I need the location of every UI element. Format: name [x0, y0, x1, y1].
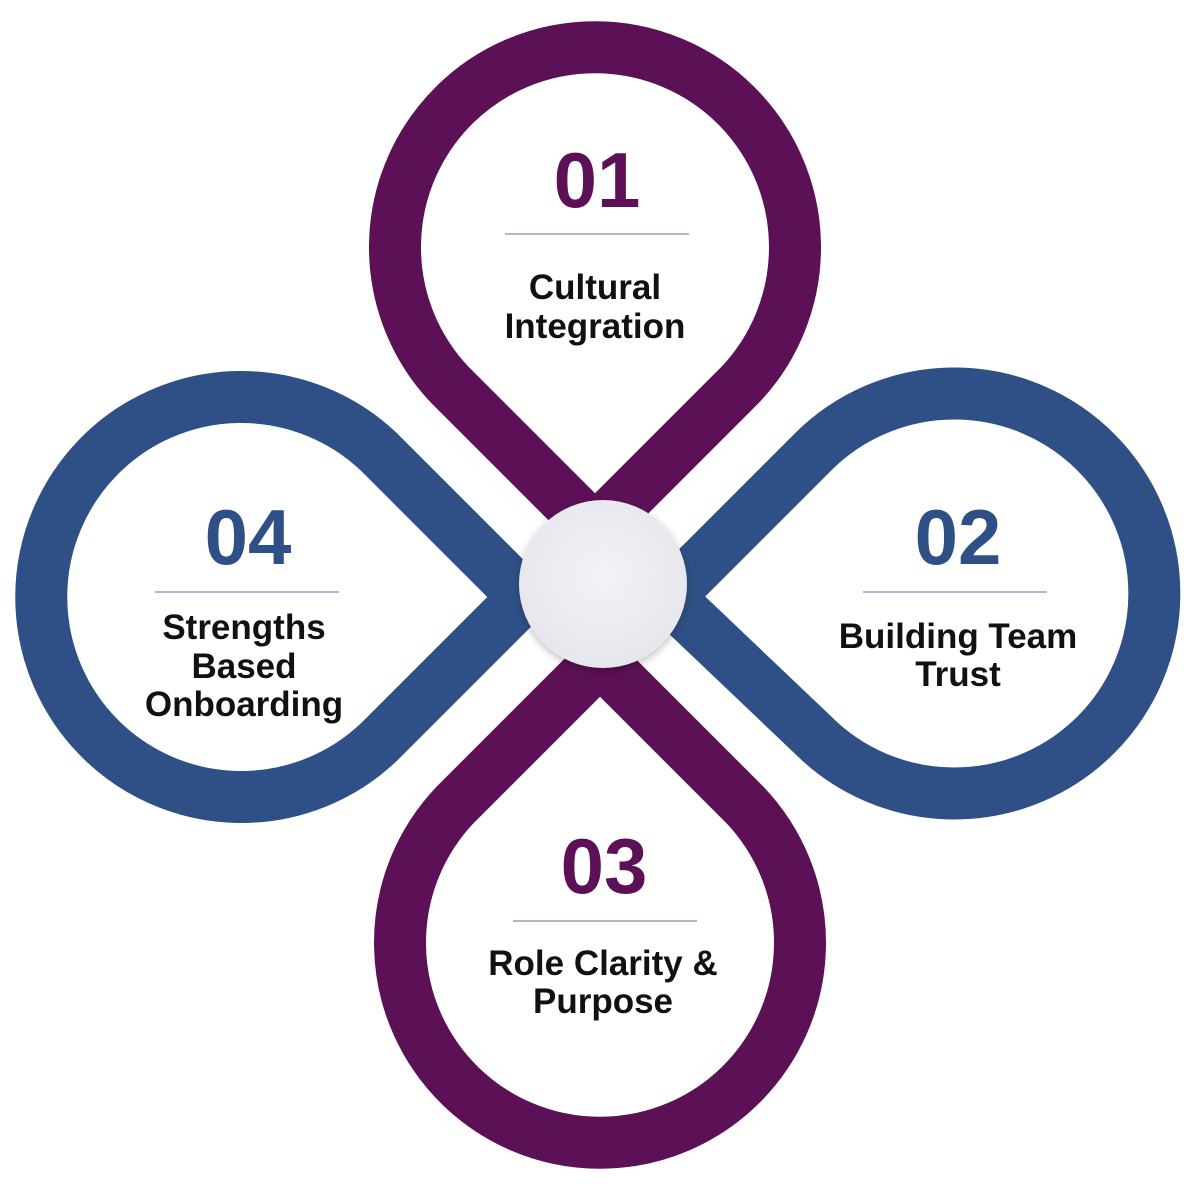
petal-label-line: Building Team — [839, 617, 1078, 656]
petal-left: 04 Strengths Based Onboarding — [145, 493, 343, 724]
petal-number: 04 — [205, 493, 292, 581]
petal-label-line: Role Clarity & — [488, 944, 718, 983]
petal-label-line: Onboarding — [145, 685, 343, 724]
petal-bottom: 03 Role Clarity & Purpose — [488, 822, 718, 1021]
petal-ring-top — [369, 21, 821, 556]
center-hub — [519, 500, 687, 668]
petal-ring-right — [642, 367, 1181, 820]
petal-label-line: Cultural — [529, 268, 661, 307]
petal-label-line: Integration — [505, 307, 686, 346]
petal-number: 03 — [561, 822, 648, 910]
petal-label-line: Purpose — [533, 982, 673, 1021]
petal-ring-bottom — [374, 634, 826, 1169]
petal-label-line: Strengths — [162, 608, 325, 647]
petal-label-line: Trust — [915, 655, 1001, 694]
petal-top: 01 Cultural Integration — [505, 136, 689, 346]
petal-number: 01 — [554, 136, 641, 224]
petal-ring-left — [15, 371, 550, 823]
petal-label-line: Based — [191, 647, 296, 686]
petal-right: 02 Building Team Trust — [839, 493, 1078, 694]
petal-number: 02 — [915, 493, 1002, 581]
